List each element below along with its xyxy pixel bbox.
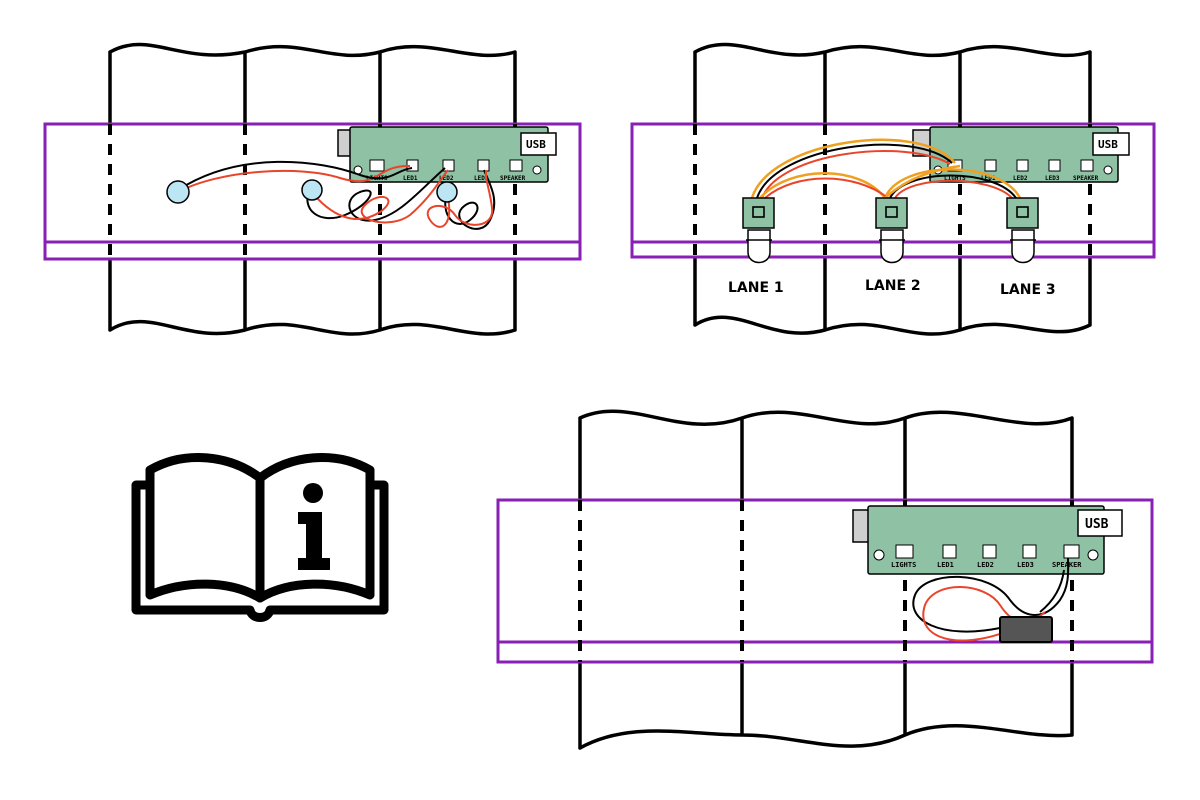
led-chip <box>885 206 898 218</box>
port-speaker: SPEAKER <box>1073 159 1099 182</box>
led-wires <box>750 138 1022 199</box>
led-lane-2 <box>875 197 908 264</box>
port-label: LED3 <box>1017 561 1034 569</box>
mount-hole <box>1087 549 1099 561</box>
port-label: SPEAKER <box>1073 175 1099 182</box>
info-dot <box>303 483 323 503</box>
usb-label: USB <box>526 138 546 151</box>
pcb <box>929 126 1119 183</box>
control-board: USB LIGHTS LED1 LED2 LED3 SPEAKER <box>337 126 557 183</box>
port-label: LIGHTS <box>944 175 966 182</box>
led-bulb <box>747 229 771 264</box>
port-label: LED2 <box>1013 175 1028 182</box>
port-led2: LED2 <box>439 159 455 182</box>
mount-hole <box>873 549 885 561</box>
mount-hole <box>1103 165 1113 175</box>
info-stem <box>298 512 330 570</box>
led-board <box>875 197 908 229</box>
led-chip <box>752 206 765 218</box>
port-label: LED1 <box>981 175 996 182</box>
mount-hole <box>532 165 542 175</box>
usb-port <box>1077 509 1123 537</box>
control-board: USB LIGHTS LED1 LED2 LED3 SPEAKER <box>852 505 1123 575</box>
led-lane-1 <box>742 197 775 264</box>
panel-top-left: USB LIGHTS LED1 LED2 LED3 SPEAKER <box>43 42 582 336</box>
light-sensor <box>301 179 323 201</box>
light-sensor <box>166 180 190 204</box>
speaker-module <box>999 616 1053 643</box>
port-led3: LED3 <box>1045 159 1061 182</box>
usb-port <box>520 132 557 156</box>
port-lights: LIGHTS <box>891 544 916 569</box>
light-sensor <box>436 181 458 203</box>
port-led2: LED2 <box>977 544 997 569</box>
led-board <box>1006 197 1039 229</box>
panel-bottom: USB LIGHTS LED1 LED2 LED3 SPEAKER <box>496 409 1154 750</box>
control-board: USB LIGHTS LED1 LED2 LED3 SPEAKER <box>912 126 1130 183</box>
port-label: LED1 <box>937 561 954 569</box>
led-lane-3 <box>1006 197 1039 264</box>
panel-top-right: USB LIGHTS LED1 LED2 LED3 SPEAKER <box>630 42 1156 336</box>
port-led2: LED2 <box>1013 159 1029 182</box>
led-chip <box>1016 206 1029 218</box>
lane-label: LANE 3 <box>1000 282 1056 298</box>
loose-wires <box>177 160 496 230</box>
port-speaker: SPEAKER <box>500 159 526 182</box>
lane-label: LANE 2 <box>865 278 921 294</box>
port-label: LED2 <box>977 561 994 569</box>
usb-label: USB <box>1098 138 1118 151</box>
port-label: LED2 <box>439 175 454 182</box>
port-label: LED3 <box>474 175 489 182</box>
port-led1: LED1 <box>937 544 957 569</box>
port-label: LED3 <box>1045 175 1060 182</box>
lane-label: LANE 1 <box>728 280 784 296</box>
port-led1: LED1 <box>981 159 997 182</box>
port-label: SPEAKER <box>500 175 526 182</box>
info-manual-icon <box>131 453 389 622</box>
port-label: LIGHTS <box>891 561 916 569</box>
led-board <box>742 197 775 229</box>
led-bulb <box>880 229 904 264</box>
usb-port <box>1092 132 1130 156</box>
led-bulb <box>1011 229 1035 264</box>
usb-label: USB <box>1085 517 1109 532</box>
pcb <box>867 505 1105 575</box>
port-led3: LED3 <box>1017 544 1037 569</box>
port-label: LED1 <box>403 175 418 182</box>
